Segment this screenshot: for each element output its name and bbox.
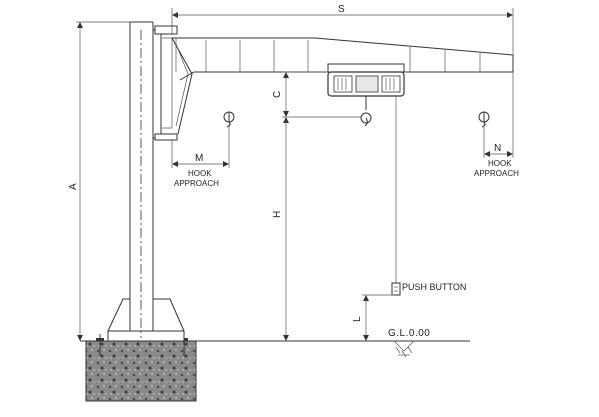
dimension-s-label: S — [338, 4, 345, 15]
hoist-trolley-icon — [327, 63, 405, 97]
hook-approach-left-line2: APPROACH — [174, 179, 219, 188]
dimension-c-label: C — [272, 91, 283, 98]
push-button-box — [391, 282, 401, 296]
ground-hatch-icon — [393, 340, 415, 358]
ground-level-label: G.L.0.00 — [388, 328, 430, 339]
hook-icon-right — [478, 111, 490, 128]
dimension-s — [171, 8, 514, 54]
dimension-l — [362, 294, 394, 341]
dimension-h-label: H — [272, 211, 283, 218]
concrete-foundation-icon — [85, 340, 197, 402]
dimension-a — [76, 21, 130, 341]
hook-icon — [223, 111, 235, 128]
slewing-head — [152, 25, 193, 141]
column-base — [107, 298, 185, 342]
dimension-m — [171, 124, 230, 168]
hook-chain — [360, 96, 372, 127]
dimension-n — [483, 72, 514, 158]
dimension-c — [282, 71, 362, 118]
push-button-label: PUSH BUTTON — [402, 282, 466, 292]
hook-approach-left-line1: HOOK — [188, 169, 212, 178]
hook-approach-right-line2: APPROACH — [474, 169, 519, 178]
dimension-a-label: A — [68, 183, 79, 190]
dimension-n-label: N — [494, 143, 501, 154]
pillar-column — [129, 21, 154, 338]
dimension-m-label: M — [195, 153, 203, 164]
pendant-control — [391, 96, 401, 296]
hook-approach-right-line1: HOOK — [488, 159, 512, 168]
dimension-l-label: L — [352, 316, 363, 322]
